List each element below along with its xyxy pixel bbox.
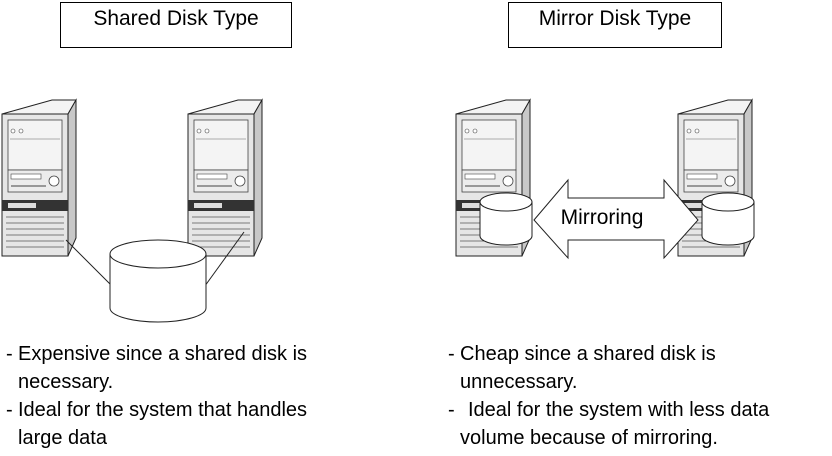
note-line: Ideal for the system that handles <box>18 399 308 421</box>
note-item: - Expensive since a shared disk is neces… <box>6 340 406 396</box>
note-marker: - <box>6 343 13 365</box>
shared-disk-icon <box>109 239 207 323</box>
server-left-2-icon <box>187 99 263 257</box>
shared-disk-title: Shared Disk Type <box>60 2 292 48</box>
note-item: - Cheap since a shared disk is unnecessa… <box>448 340 832 396</box>
note-line: Cheap since a shared disk is <box>460 343 716 365</box>
connector-left <box>65 239 119 293</box>
local-disk-left-icon <box>479 192 533 246</box>
mirroring-arrow-icon <box>533 178 699 260</box>
note-marker: - <box>448 343 455 365</box>
note-line: unnecessary. <box>460 371 578 393</box>
note-line: Expensive since a shared disk is <box>18 343 308 365</box>
local-disk-right-icon <box>701 192 755 246</box>
server-left-1-icon <box>1 99 77 257</box>
note-item: - Ideal for the system with less data vo… <box>448 396 832 452</box>
mirror-disk-notes: - Cheap since a shared disk is unnecessa… <box>448 340 832 452</box>
note-item: - Ideal for the system that handles larg… <box>6 396 406 452</box>
note-line: large data <box>18 427 107 449</box>
note-marker: - <box>448 399 455 421</box>
note-line: Ideal for the system with less data <box>468 399 770 421</box>
note-marker: - <box>6 399 13 421</box>
mirror-disk-title: Mirror Disk Type <box>508 2 722 48</box>
note-line: volume because of mirroring. <box>460 427 718 449</box>
shared-disk-notes: - Expensive since a shared disk is neces… <box>6 340 406 452</box>
connector-right <box>201 231 245 291</box>
note-line: necessary. <box>18 371 114 393</box>
